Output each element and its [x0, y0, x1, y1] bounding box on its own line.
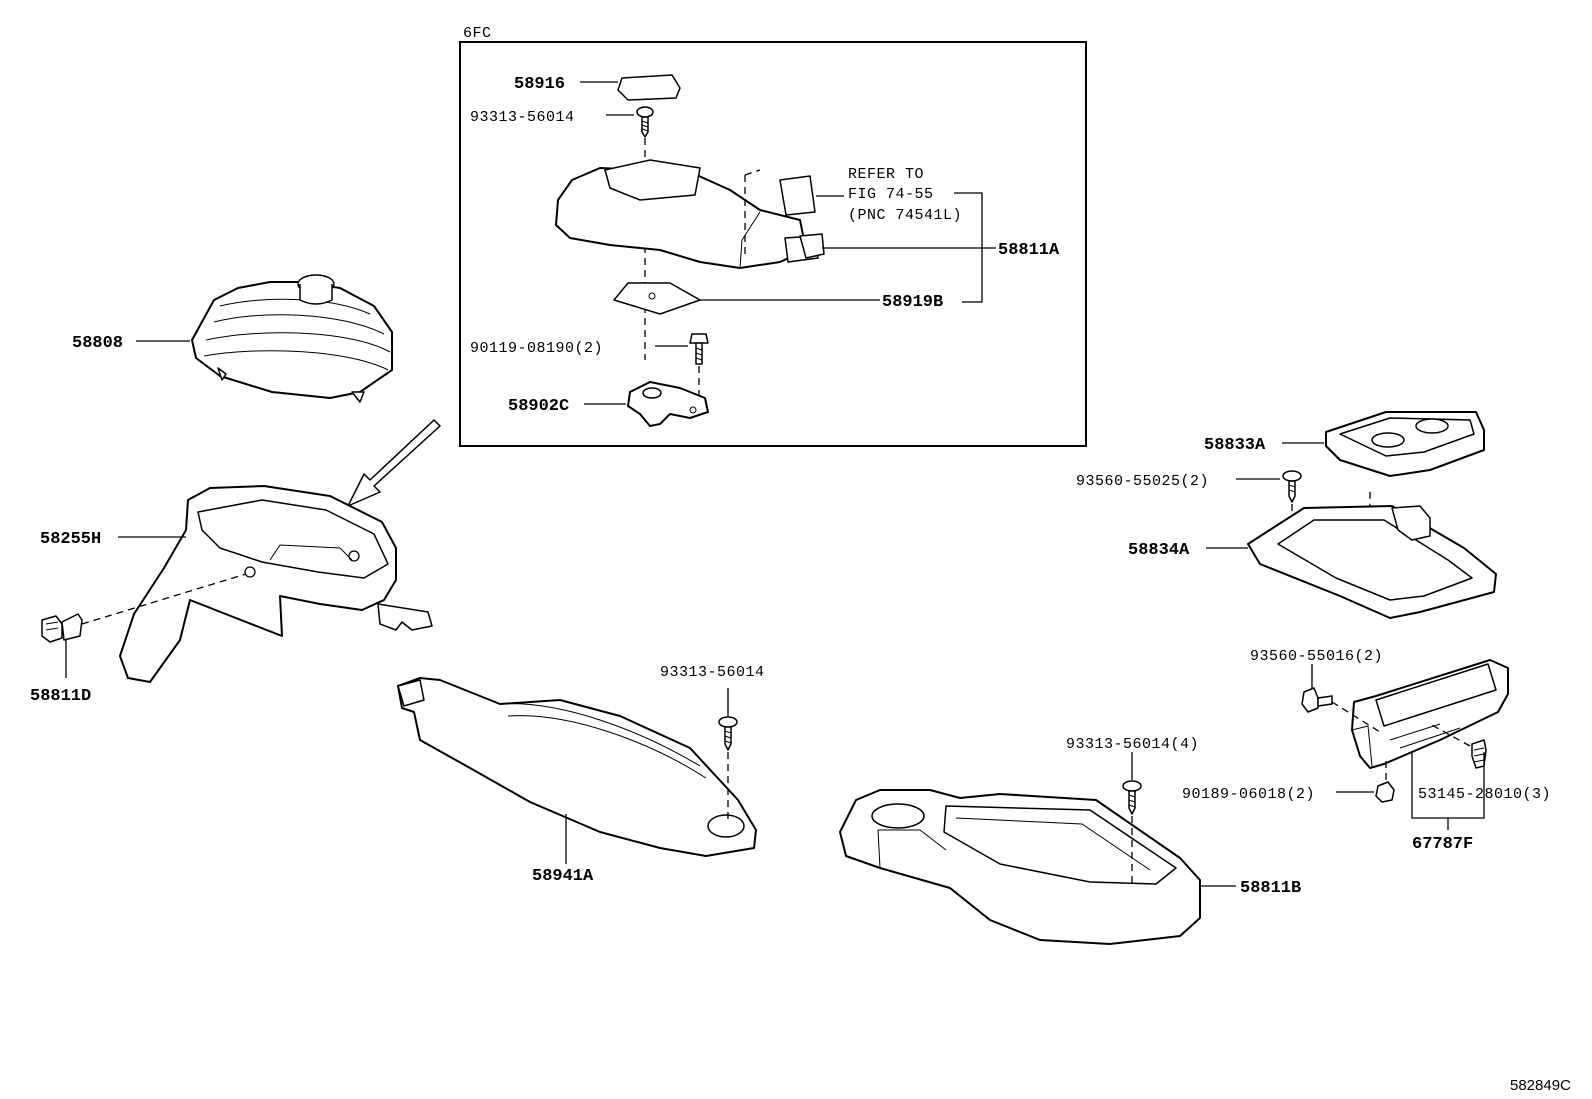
refer-line2: FIG 74-55 [848, 186, 934, 203]
label-93313-top: 93313-56014 [470, 109, 575, 126]
refer-chip [779, 175, 816, 216]
label-67787F: 67787F [1412, 835, 1473, 854]
refer-line3: (PNC 74541L) [848, 207, 962, 224]
part-58916-pad [617, 74, 681, 101]
label-93313-mid: 93313-56014 [660, 664, 765, 681]
part-58808-boot [191, 274, 393, 403]
inset-title: 6FC [463, 25, 492, 42]
part-93560-55016-screw [1301, 687, 1333, 713]
part-58811D-clip [41, 613, 83, 643]
part-58811B-console [839, 789, 1201, 945]
refer-line1: REFER TO [848, 166, 924, 183]
axis-93560-55016 [1331, 701, 1381, 733]
label-58902C: 58902C [508, 397, 569, 416]
axis-58811D [81, 573, 247, 625]
part-90189-06018-nut [1375, 781, 1395, 803]
part-58834A-frame [1247, 505, 1497, 619]
label-58919B: 58919B [882, 293, 943, 312]
part-58811A-housing [555, 159, 825, 269]
diagram-ref: 582849C [1510, 1077, 1571, 1094]
label-90119: 90119-08190(2) [470, 340, 603, 357]
label-58811D: 58811D [30, 687, 91, 706]
label-58834A: 58834A [1128, 541, 1190, 560]
part-90119-bolt [689, 333, 709, 365]
part-67787F-tray [1351, 659, 1509, 769]
part-58902C-bracket [627, 381, 709, 427]
part-58941A-cover [397, 677, 757, 857]
label-58916: 58916 [514, 75, 565, 94]
label-93560-55016: 93560-55016(2) [1250, 648, 1383, 665]
label-93313-x4: 93313-56014(4) [1066, 736, 1199, 753]
label-58811B: 58811B [1240, 879, 1301, 898]
label-58941A: 58941A [532, 867, 594, 886]
inset-frame [459, 41, 1087, 447]
view-arrow [347, 419, 441, 507]
label-58255H: 58255H [40, 530, 101, 549]
part-58919B-plate [613, 282, 701, 315]
label-58808: 58808 [72, 334, 123, 353]
part-58833A-panel [1325, 411, 1485, 477]
dash-refer [744, 169, 761, 255]
label-58811A: 58811A [998, 241, 1060, 260]
part-93560-55025-screw [1282, 470, 1302, 503]
label-93560-55025: 93560-55025(2) [1076, 473, 1209, 490]
inset-6fc: 6FC 58916 93313-56014 REFER TO FIG 7 [459, 25, 1087, 447]
label-90189: 90189-06018(2) [1182, 786, 1315, 803]
part-93313-screw-top [636, 106, 654, 138]
label-58833A: 58833A [1204, 436, 1266, 455]
part-93313-screw-mid [718, 716, 738, 751]
part-93313-screw-x4 [1122, 780, 1142, 815]
axis-53145 [1429, 723, 1471, 747]
part-58255H-bezel [119, 485, 433, 683]
